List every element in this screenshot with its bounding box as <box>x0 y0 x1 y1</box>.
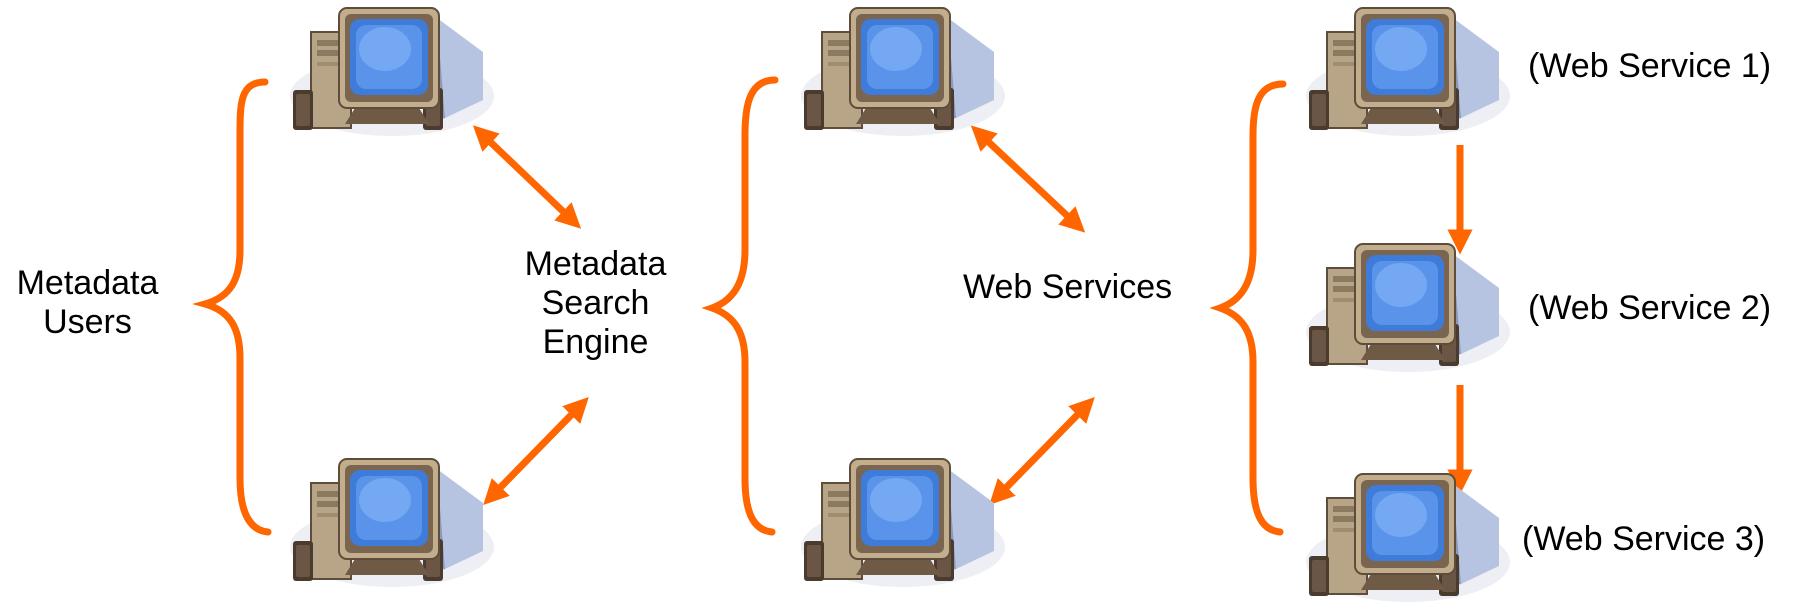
brace-web-services <box>1209 80 1287 536</box>
metadata-user-computer-1 <box>287 4 497 139</box>
search-engine-label-line-2: Search <box>541 284 650 322</box>
desktop-computer-icon <box>1306 473 1510 602</box>
web-service-1-computer <box>1303 4 1513 139</box>
desktop-computer-icon <box>290 7 494 136</box>
arrow-engine-to-user-bottom <box>483 396 589 506</box>
web-services-label: Web Services <box>963 268 1173 306</box>
web-service-3-label: (Web Service 3) <box>1522 520 1766 558</box>
brace-search-engine <box>701 76 779 536</box>
desktop-computer-icon <box>801 7 1005 136</box>
web-service-2-computer <box>1303 240 1513 375</box>
desktop-computer-icon <box>290 458 494 587</box>
metadata-user-computer-2 <box>287 455 497 590</box>
brace-metadata-users <box>192 78 272 536</box>
arrow-engine-to-services-top <box>970 125 1086 233</box>
desktop-computer-icon <box>801 458 1005 587</box>
search-engine-label-line-3: Engine <box>542 323 649 361</box>
search-engine-computer-2 <box>798 455 1008 590</box>
metadata-users-label-line-2: Users <box>43 303 132 341</box>
metadata-users-label: Metadata Users <box>0 264 175 342</box>
web-service-1-label: (Web Service 1) <box>1528 47 1772 85</box>
web-service-2-label: (Web Service 2) <box>1528 289 1772 327</box>
desktop-computer-icon <box>1306 7 1510 136</box>
desktop-computer-icon <box>1306 243 1510 372</box>
metadata-users-label-line-1: Metadata <box>16 264 159 302</box>
search-engine-computer-1 <box>798 4 1008 139</box>
arrow-services-to-engine-bottom <box>989 396 1095 506</box>
arrow-user-to-engine-top <box>472 125 582 229</box>
search-engine-label: Metadata Search Engine <box>503 245 688 362</box>
web-service-3-computer <box>1303 470 1513 605</box>
search-engine-label-line-1: Metadata <box>524 245 667 283</box>
